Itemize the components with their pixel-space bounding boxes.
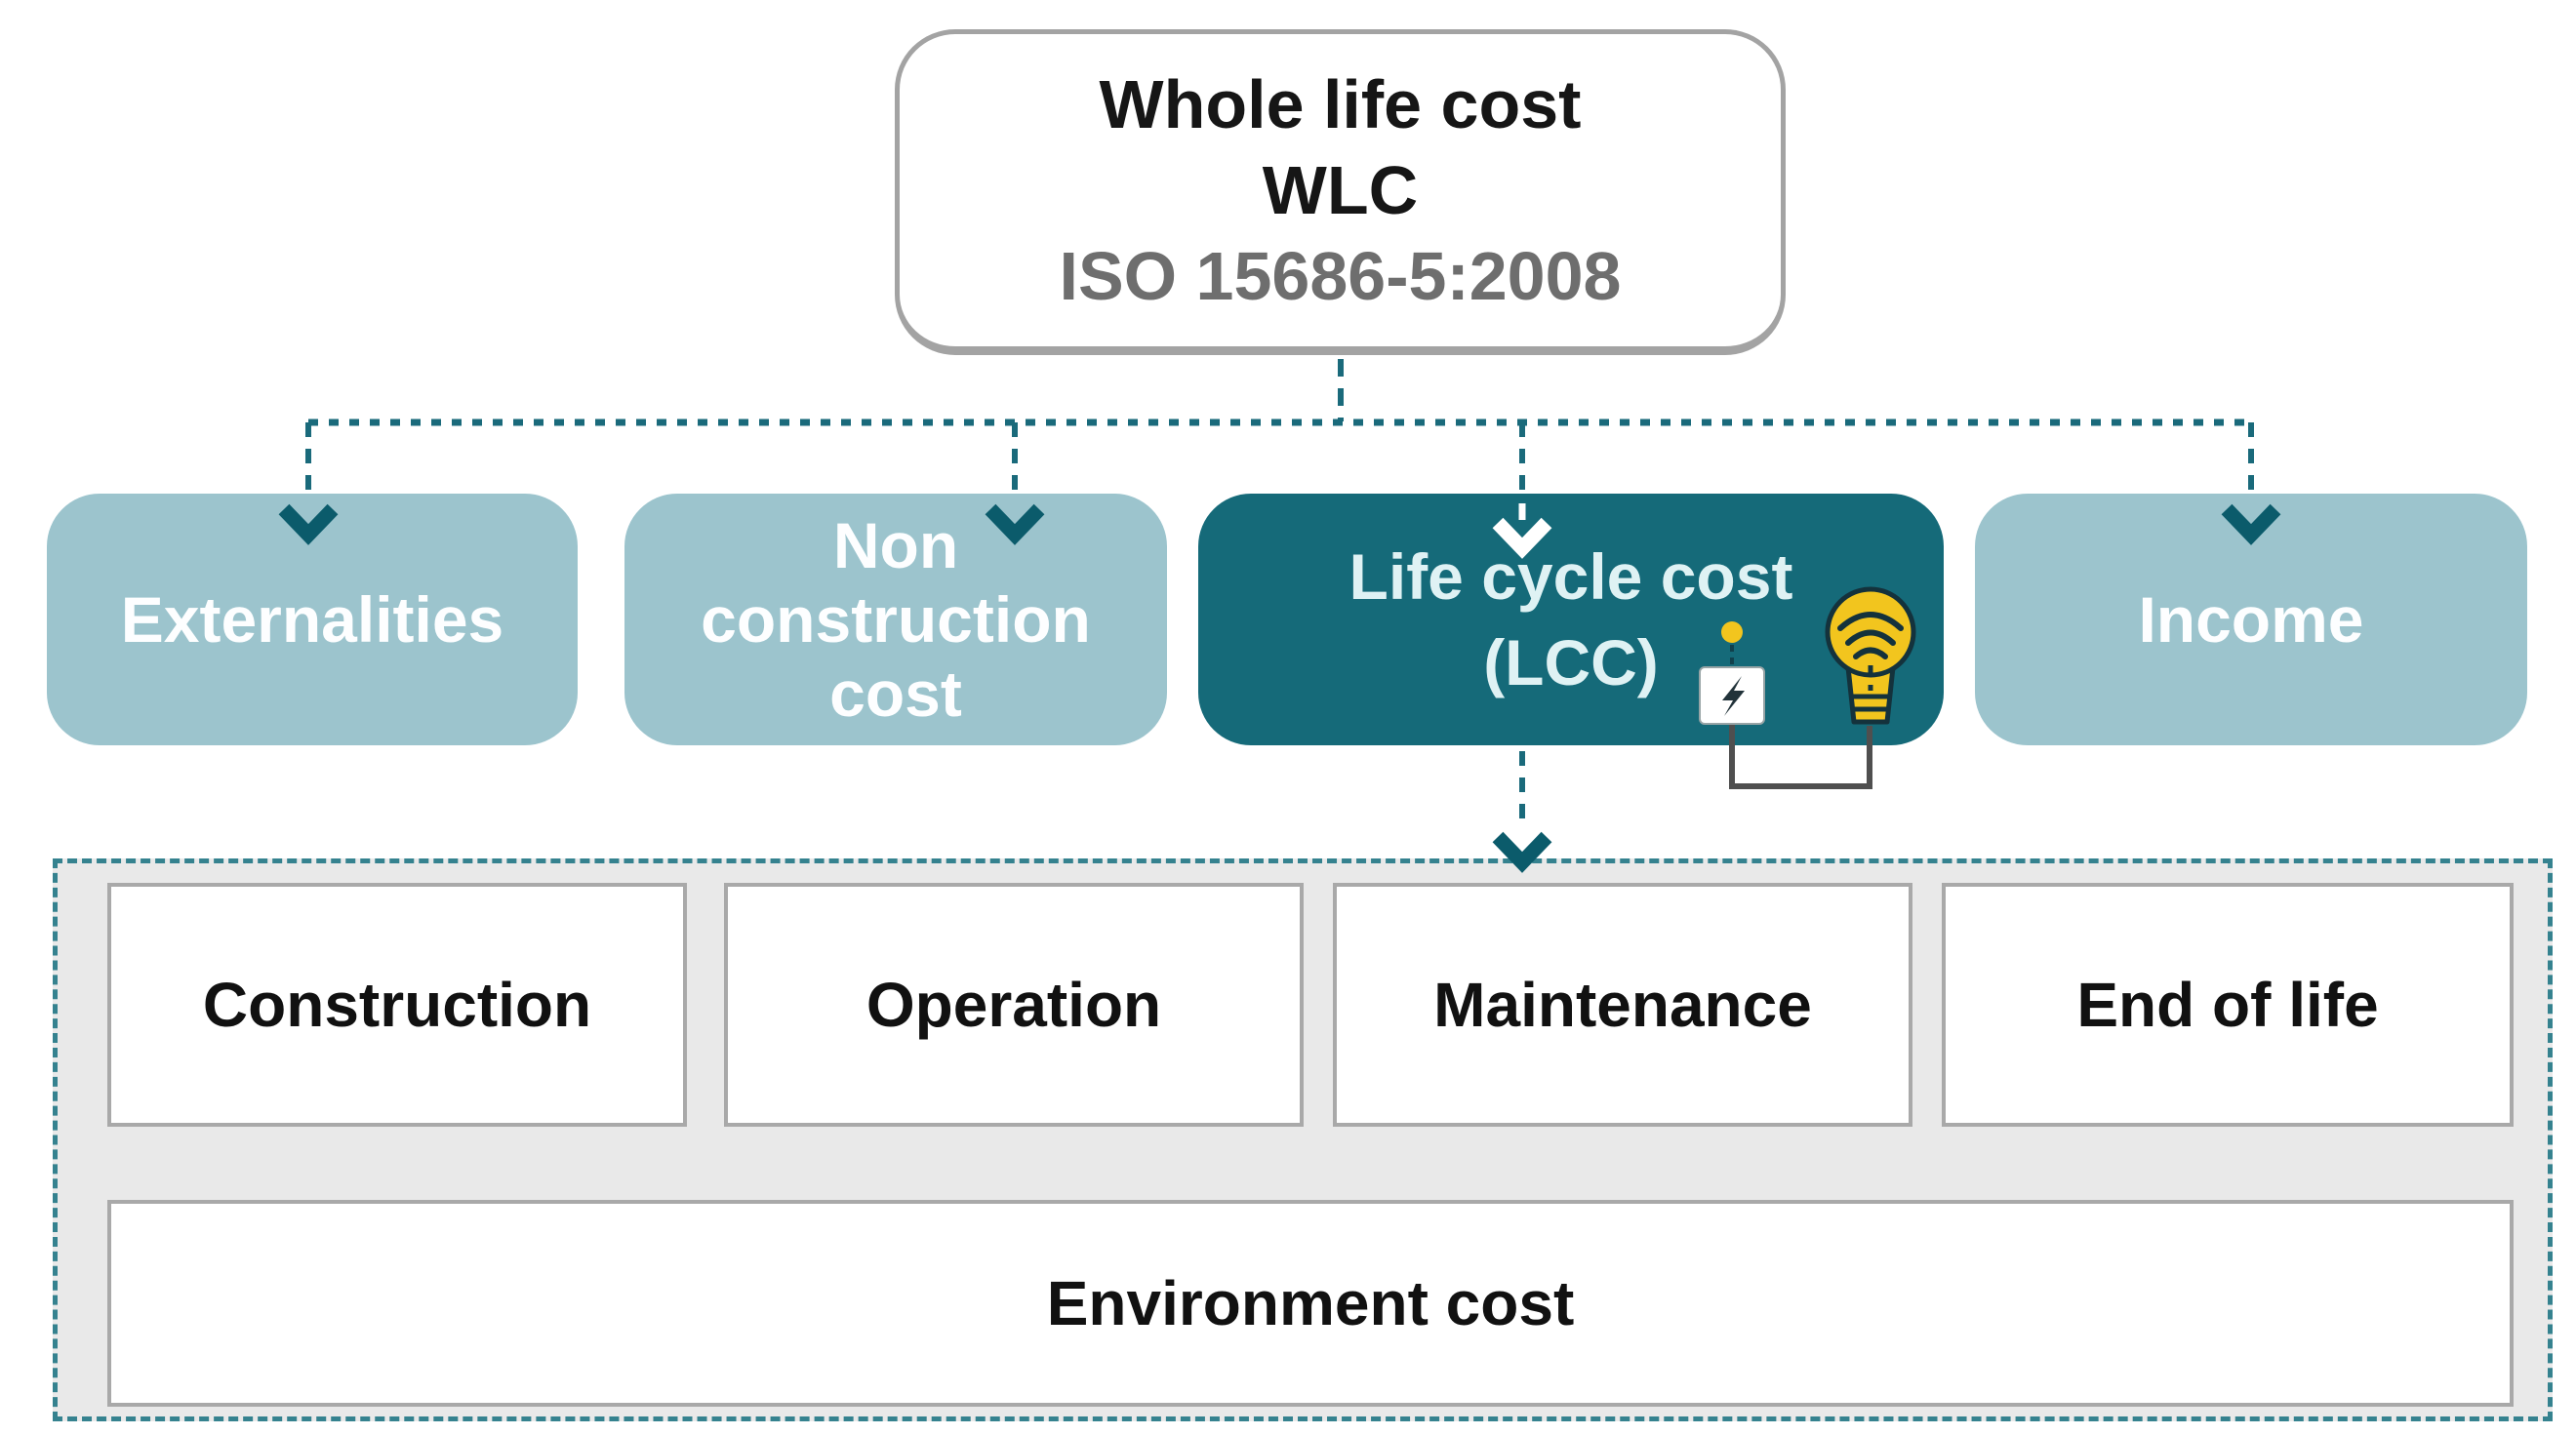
node-life-cycle-cost: Life cycle cost (LCC) <box>1198 494 1944 745</box>
phase-box-maintenance: Maintenance <box>1333 883 1912 1127</box>
end-of-life-label: End of life <box>2076 970 2379 1040</box>
life-cycle-cost-line1: Life cycle cost <box>1348 540 1793 613</box>
phase-box-end-of-life: End of life <box>1942 883 2514 1127</box>
life-cycle-cost-label: Life cycle cost (LCC) <box>1349 534 1793 705</box>
externalities-label: Externalities <box>120 583 504 656</box>
non-construction-cost-label: Non construction cost <box>701 509 1091 730</box>
phase-box-construction: Construction <box>107 883 687 1127</box>
income-label: Income <box>2138 583 2364 656</box>
environment-cost-label: Environment cost <box>1046 1268 1575 1338</box>
construction-label: Construction <box>202 970 592 1040</box>
lcc-scope-container: Construction Operation Maintenance End o… <box>53 858 2553 1421</box>
maintenance-label: Maintenance <box>1433 970 1812 1040</box>
phase-box-operation: Operation <box>724 883 1304 1127</box>
life-cycle-cost-line2: (LCC) <box>1483 626 1659 698</box>
environment-cost-box: Environment cost <box>107 1200 2514 1407</box>
node-externalities: Externalities <box>47 494 578 745</box>
wlc-title: Whole life cost <box>1099 66 1582 142</box>
wlc-iso-standard: ISO 15686-5:2008 <box>1059 238 1622 314</box>
node-income: Income <box>1975 494 2527 745</box>
operation-label: Operation <box>865 970 1162 1040</box>
wlc-abbreviation: WLC <box>1262 152 1419 228</box>
wlc-root-node: Whole life cost WLC ISO 15686-5:2008 <box>895 29 1786 355</box>
node-non-construction-cost: Non construction cost <box>624 494 1167 745</box>
